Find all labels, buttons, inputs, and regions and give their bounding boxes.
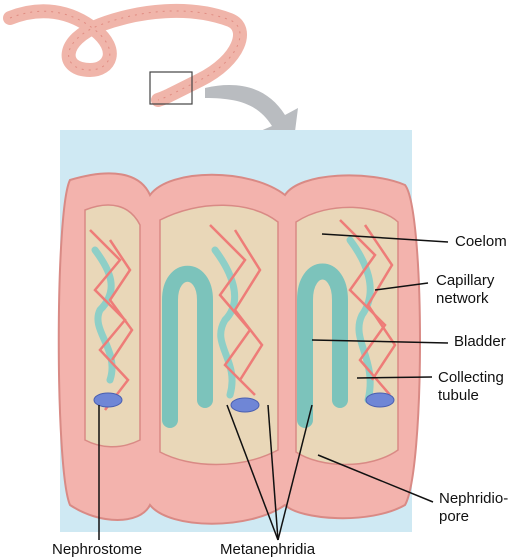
label-bladder: Bladder: [454, 333, 506, 350]
zoom-box: [149, 71, 193, 105]
leader-meta-2: [277, 404, 313, 541]
label-coelom: Coelom: [455, 233, 507, 250]
earthworm-illustration: [3, 3, 247, 107]
leader-collecting: [356, 376, 433, 379]
leader-nephridiopore: [317, 454, 434, 503]
bladders: [162, 263, 348, 428]
leader-lines: [98, 233, 449, 541]
leader-meta-1: [267, 404, 279, 541]
nephrostomes: [93, 392, 395, 413]
label-collecting-tubule: Collecting tubule: [438, 369, 504, 404]
leader-meta-3: [226, 404, 279, 541]
label-nephridiopore: Nephridio- pore: [439, 490, 509, 525]
label-nephrostome: Nephrostome: [52, 541, 143, 558]
leader-capillary: [374, 282, 429, 291]
leader-bladder: [311, 339, 449, 344]
label-capillary-network: Capillary network: [436, 272, 495, 307]
leader-coelom: [321, 233, 449, 243]
capillary-networks: [89, 219, 397, 411]
label-metanephridia: Metanephridia: [220, 541, 316, 558]
